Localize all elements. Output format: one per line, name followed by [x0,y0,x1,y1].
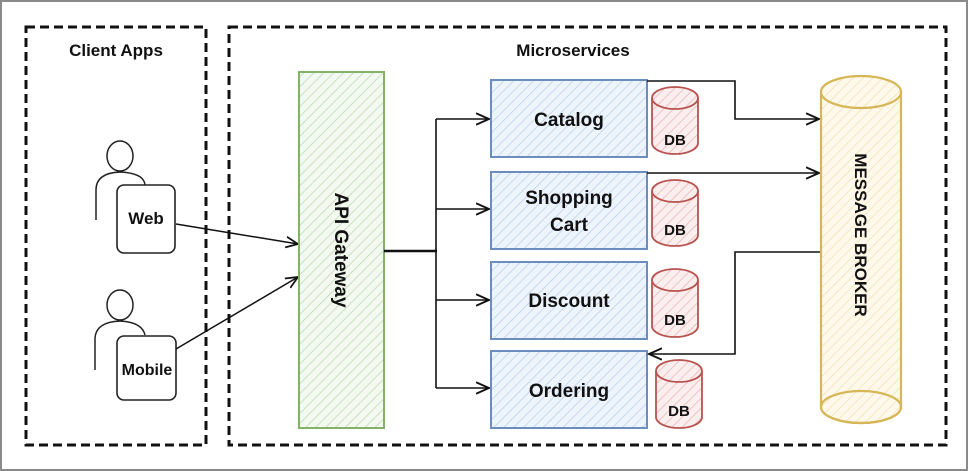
service-shopping-cart-label-line1: Shopping [525,188,613,209]
catalog-database[interactable]: DB [651,86,699,155]
service-ordering[interactable]: Ordering [490,350,648,429]
arrow-broker-to-ordering [649,251,821,354]
user-icon [94,289,146,370]
service-catalog[interactable]: Catalog [490,79,648,158]
web-device-icon [116,184,176,254]
arrow-mobile-to-gateway [175,277,298,350]
service-catalog-label: Catalog [534,110,604,131]
client-web[interactable]: Web [95,140,176,254]
service-discount-label: Discount [528,291,610,312]
api-gateway[interactable]: API Gateway [298,71,385,429]
shopping-cart-db-label: DB [664,222,686,239]
service-ordering-label: Ordering [529,381,609,402]
client-mobile[interactable]: Mobile [94,289,177,401]
client-apps-title: Client Apps [69,41,163,60]
discount-database[interactable]: DB [651,268,699,338]
client-web-label: Web [128,209,164,228]
database-icon [651,280,699,338]
message-broker-label: MESSAGE BROKER [851,153,870,316]
catalog-db-label: DB [664,132,686,149]
microservices-group: Microservices [227,25,948,447]
shopping-cart-database[interactable]: DB [651,179,699,247]
api-gateway-label: API Gateway [330,192,351,308]
microservices-title: Microservices [516,41,629,60]
arrow-web-to-gateway [175,223,298,244]
database-icon [655,371,703,429]
database-icon [651,98,699,155]
database-icon [651,191,699,247]
mobile-device-icon [116,335,177,401]
discount-db-label: DB [664,312,686,329]
client-mobile-label: Mobile [122,362,173,379]
ordering-db-label: DB [668,403,690,420]
service-shopping-cart[interactable]: Shopping Cart [490,171,648,250]
client-apps-group: Client Apps [24,25,208,447]
service-discount[interactable]: Discount [490,261,648,340]
arrow-catalog-to-broker [647,80,819,119]
message-broker[interactable]: MESSAGE BROKER [819,74,903,425]
gateway-to-services-connector [384,119,489,388]
service-shopping-cart-label-line2: Cart [550,215,589,236]
ordering-database[interactable]: DB [655,359,703,429]
